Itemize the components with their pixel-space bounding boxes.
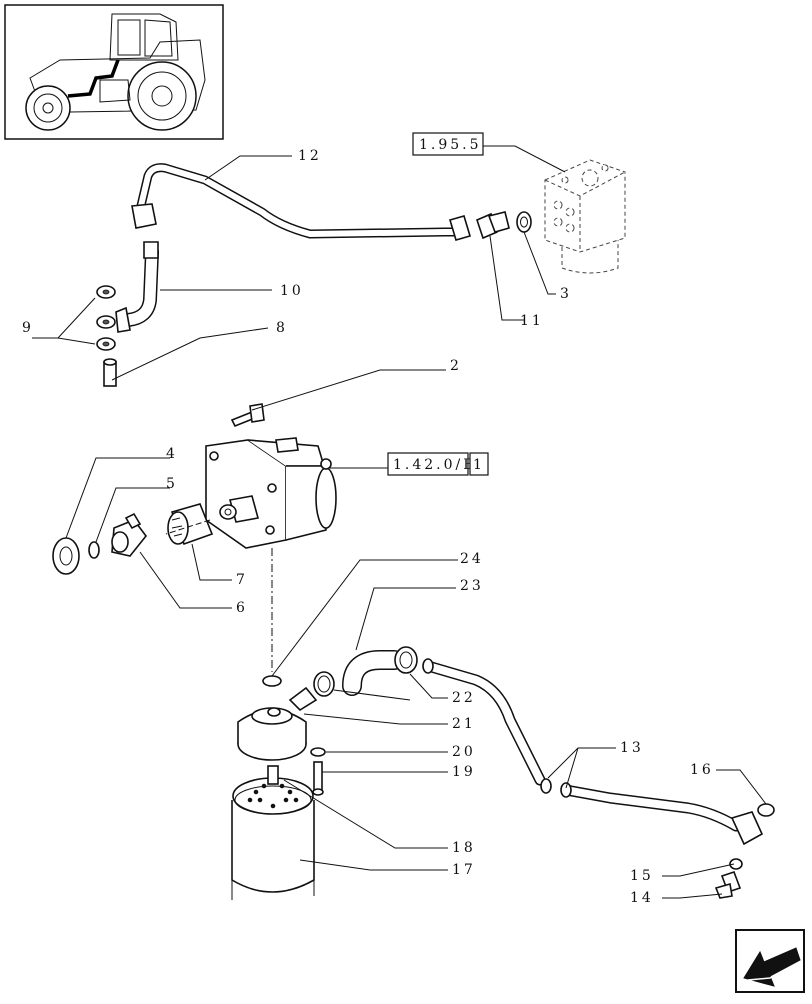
- callout-20: 20: [452, 744, 476, 760]
- callout-18: 18: [452, 840, 476, 856]
- callout-9: 9: [22, 320, 34, 336]
- steering-reference-label: 1.95.5: [419, 137, 482, 153]
- filter-17: [231, 765, 315, 900]
- pipe-13: [422, 658, 764, 846]
- callout-24: 24: [460, 551, 484, 567]
- callout-14: 14: [630, 890, 654, 906]
- callout-8: 8: [276, 320, 288, 336]
- pipe-12: [131, 163, 471, 241]
- callout-7: 7: [236, 572, 248, 588]
- callout-1: 1: [473, 457, 485, 473]
- callout-3: 3: [560, 286, 572, 302]
- seal-4: [52, 537, 80, 575]
- callout-12: 12: [298, 148, 322, 164]
- seal-3: [516, 211, 532, 233]
- tractor-thumbnail[interactable]: [4, 4, 224, 140]
- oring-24: [262, 675, 282, 687]
- callout-21: 21: [452, 716, 476, 732]
- washer-15: [729, 858, 743, 870]
- leader-lines: [32, 155, 767, 899]
- pump-reference-box[interactable]: 1.42.0/B 1: [387, 452, 489, 476]
- callout-4: 4: [166, 446, 178, 462]
- hydraulic-pump: [205, 437, 337, 549]
- callout-15: 15: [630, 868, 654, 884]
- callout-2: 2: [450, 358, 462, 374]
- washer-20: [310, 747, 326, 757]
- bolt-19: [312, 761, 324, 796]
- next-page-arrow-icon[interactable]: [735, 929, 805, 993]
- callout-11: 11: [520, 313, 544, 329]
- steering-reference-box[interactable]: 1.95.5: [412, 132, 484, 156]
- callout-13: 13: [620, 740, 644, 756]
- steering-unit-ghost: [544, 159, 626, 274]
- ring-5: [88, 541, 100, 559]
- callout-5: 5: [166, 476, 178, 492]
- callout-16: 16: [690, 762, 714, 778]
- seal-16: [757, 803, 775, 817]
- gear-6: [111, 512, 148, 557]
- filter-head-21: [237, 686, 318, 761]
- bolt-8: [103, 358, 117, 387]
- washers-9: [96, 285, 116, 351]
- callout-19: 19: [452, 764, 476, 780]
- clamp-22a: [313, 671, 335, 697]
- callout-22: 22: [452, 690, 476, 706]
- adapter-11: [476, 211, 510, 240]
- bolt-2: [230, 403, 265, 428]
- hose-23: [342, 650, 404, 696]
- elbow-10: [115, 241, 159, 333]
- pump-reference-label: 1.42.0/B: [393, 457, 477, 473]
- coupling-7: [167, 503, 214, 546]
- callout-6: 6: [236, 600, 248, 616]
- clamp-22b: [394, 646, 418, 674]
- callout-10: 10: [280, 283, 304, 299]
- callout-23: 23: [460, 578, 484, 594]
- callout-17: 17: [452, 862, 476, 878]
